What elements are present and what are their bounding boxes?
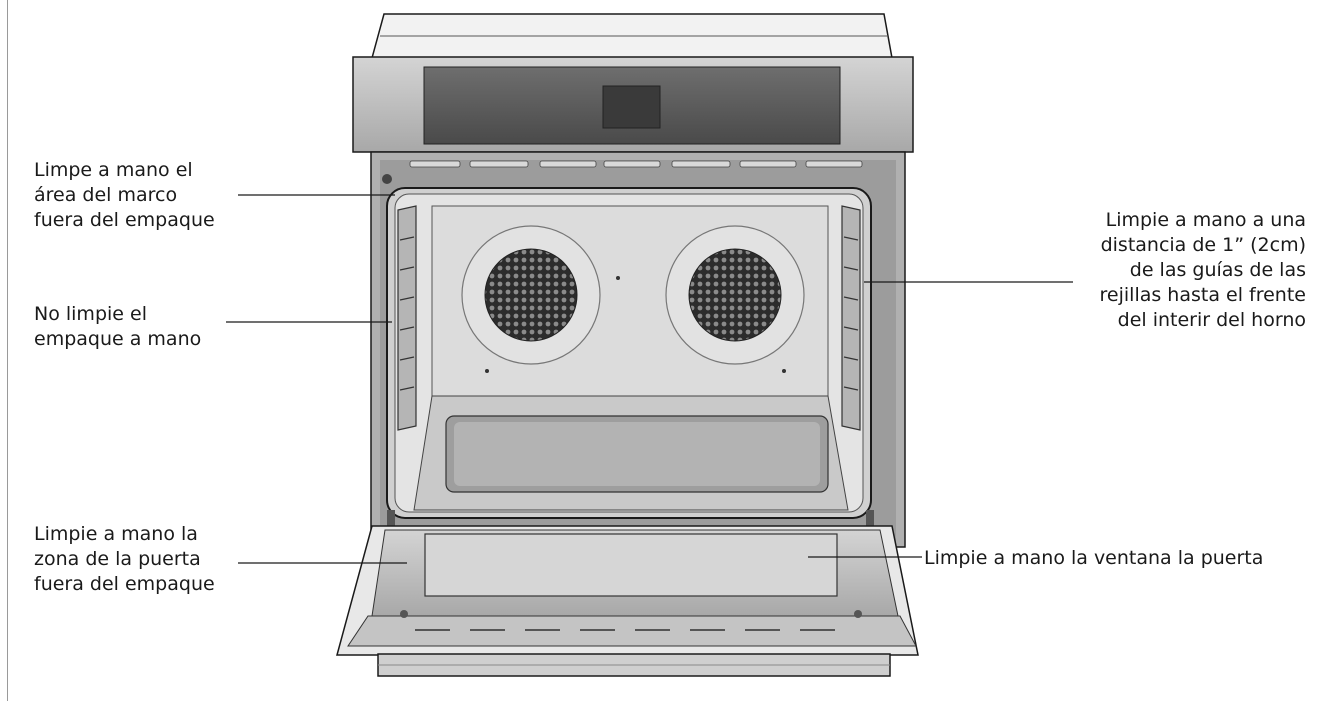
rack-guides-left [397,205,417,431]
callout-line: Limpie a mano la [34,523,198,545]
page-border-line [7,0,8,701]
callout-line: Limpie a mano la ventana la puerta [924,547,1264,569]
oven-door [336,525,919,656]
callout-line: distancia de 1” (2cm) [1100,234,1306,256]
callout-line: fuera del empaque [34,573,215,595]
vent-slots [409,160,863,168]
callout-line: zona de la puerta [34,548,201,570]
door-window [424,533,838,597]
fan-cover-left [461,225,601,365]
control-panel [352,56,914,153]
callout-door-window: Limpie a mano la ventana la puerta [924,546,1263,571]
callout-line: empaque a mano [34,328,202,350]
callout-line: No limpie el [34,303,147,325]
callout-line: fuera del empaque [34,209,215,231]
rack-guides-right [841,205,861,431]
fan-cover-right [665,225,805,365]
callout-line: del interir del horno [1117,309,1306,331]
callout-gasket: No limpie el empaque a mano [34,302,201,352]
door-handle [377,653,891,677]
callout-line: rejillas hasta el frente [1099,284,1306,306]
hinge-left [387,510,395,538]
callout-line: Limpie a mano a una [1105,209,1306,231]
oven-top-housing [371,13,893,59]
callout-line: área del marco [34,184,178,206]
callout-rack-guides: Limpie a mano a una distancia de 1” (2cm… [1100,208,1306,333]
oven-floor [413,395,849,511]
knob-icon [382,174,392,184]
callout-line: Limpe a mano el [34,159,193,181]
callout-frame-area: Limpe a mano el área del marco fuera del… [34,158,215,233]
callout-line: de las guías de las [1129,259,1306,281]
leader-lines [226,194,1073,564]
hinge-right [866,510,874,538]
callout-door-zone: Limpie a mano la zona de la puerta fuera… [34,522,215,597]
display-screen [602,85,661,129]
